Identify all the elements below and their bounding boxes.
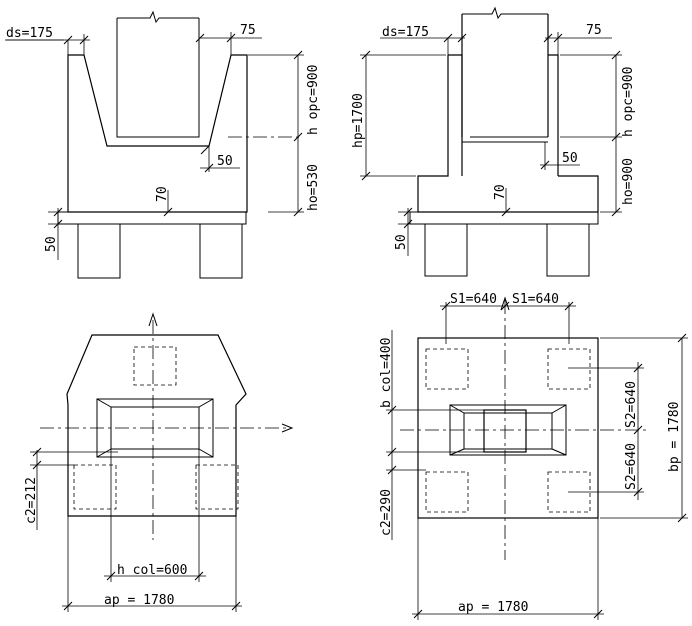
dim-70-label-b: 70 [493,184,508,200]
dim-50-socket-label: 50 [217,154,233,169]
pile-tr-d [547,348,591,390]
break-mark-b [462,6,548,20]
hp-label: hp=1700 [351,93,366,148]
pile-top-c [133,346,177,386]
dim-75-label-b: 75 [586,23,602,38]
pedestal-inner-d [463,412,553,450]
dim-70-label: 70 [155,186,170,202]
b-col-label-d: b col=400 [379,338,394,408]
h-opc-label-b: h opc=900 [621,67,636,137]
break-mark [117,10,199,24]
c2-label-d: c2=290 [379,489,394,536]
c2-label-c: c2=212 [24,477,39,524]
h-opc-label: h opc=900 [306,65,321,135]
plan-pedestal-foundation: S1=640 S1=640 b col=400 c2=290 S2=640 S2… [379,292,688,620]
h-col-label-c: h col=600 [117,563,187,578]
pile-br-c [195,464,239,510]
dim-50-mid-label-b: 50 [562,151,578,166]
ap-label-c: ap = 1780 [104,593,174,608]
plan-outline-d [417,337,599,519]
dim-50-left-label: 50 [44,236,59,252]
pile-left [77,223,121,279]
s1-right-label-d: S1=640 [512,292,559,307]
pile-br-d [547,471,591,513]
pile-bl-d [425,471,469,513]
base-slab [57,211,247,225]
section-socket-foundation: ds=175 75 h opc=900 ho=530 50 70 50 [5,10,321,279]
dim-50-left-label-b: 50 [394,234,409,250]
plan-outline-c [66,334,247,517]
pile-bl-c [73,464,117,510]
ho-label-b: ho=900 [621,158,636,205]
ds-label-b: ds=175 [382,25,429,40]
plan-socket-foundation: c2=212 h col=600 ap = 1780 [24,312,294,612]
s2-bottom-label-d: S2=640 [624,443,639,490]
s1-left-label-d: S1=640 [450,292,497,307]
pile-left-b [424,223,468,277]
pile-right-b [546,223,590,277]
base-slab-b [409,211,599,225]
bp-label-d: bp = 1780 [667,402,682,472]
ds-label: ds=175 [6,26,53,41]
dim-75-label: 75 [240,23,256,38]
pile-tl-d [425,348,469,390]
pile-right [199,223,243,279]
section-pedestal-foundation: ds=175 75 hp=1700 h opc=900 ho=900 50 70 [351,6,636,277]
ho-label: ho=530 [306,164,321,211]
s2-top-label-d: S2=640 [624,381,639,428]
ap-label-d: ap = 1780 [458,600,528,615]
